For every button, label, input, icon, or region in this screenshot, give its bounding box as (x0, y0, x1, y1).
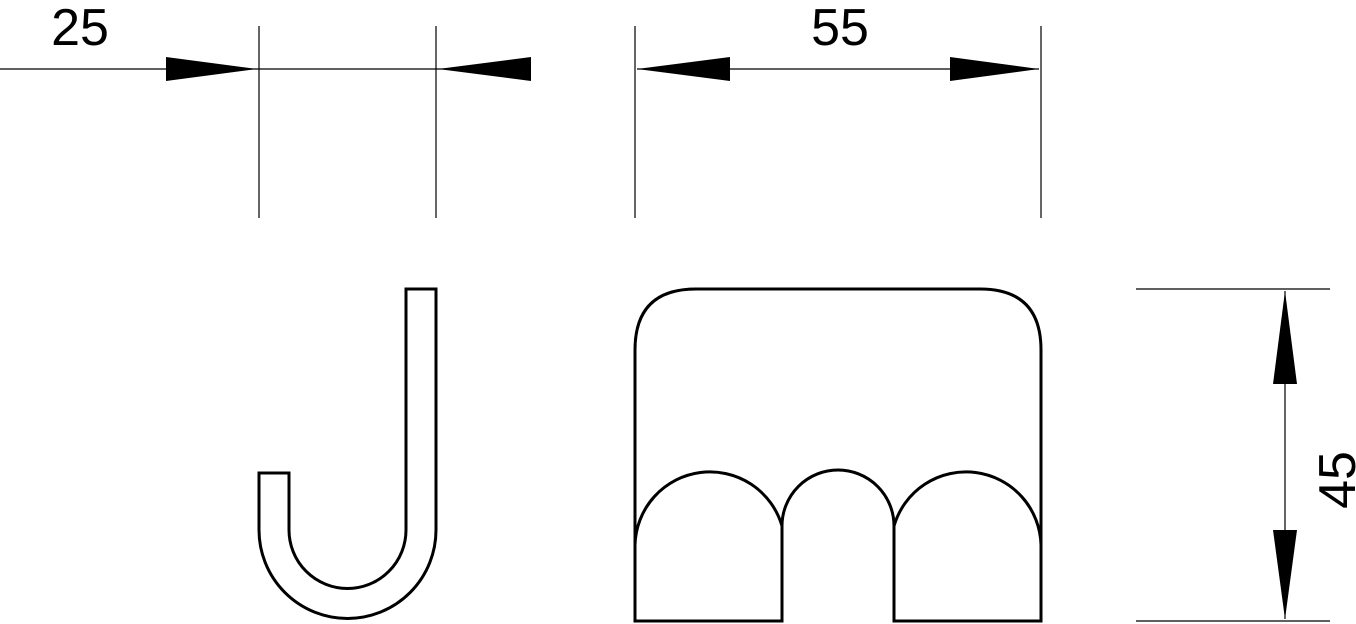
hook-front-view (633, 287, 1043, 623)
depth-arrow-right (438, 57, 531, 81)
width-dimension: 55 (634, 0, 1042, 218)
height-label: 45 (1309, 451, 1356, 509)
height-arrow-bottom (1273, 530, 1297, 619)
depth-arrow-left (166, 57, 257, 81)
hook-front-right-arch (892, 470, 1043, 546)
width-label: 55 (811, 0, 869, 57)
depth-dimension: 25 (0, 0, 531, 218)
hook-front-left-arch (633, 470, 784, 546)
height-dimension: 45 (1136, 288, 1356, 622)
width-arrow-left (637, 57, 730, 81)
height-arrow-top (1273, 291, 1297, 384)
hook-side-view (257, 287, 438, 620)
width-arrow-right (950, 57, 1039, 81)
depth-label: 25 (51, 0, 109, 57)
hook-front-body (633, 287, 1043, 623)
